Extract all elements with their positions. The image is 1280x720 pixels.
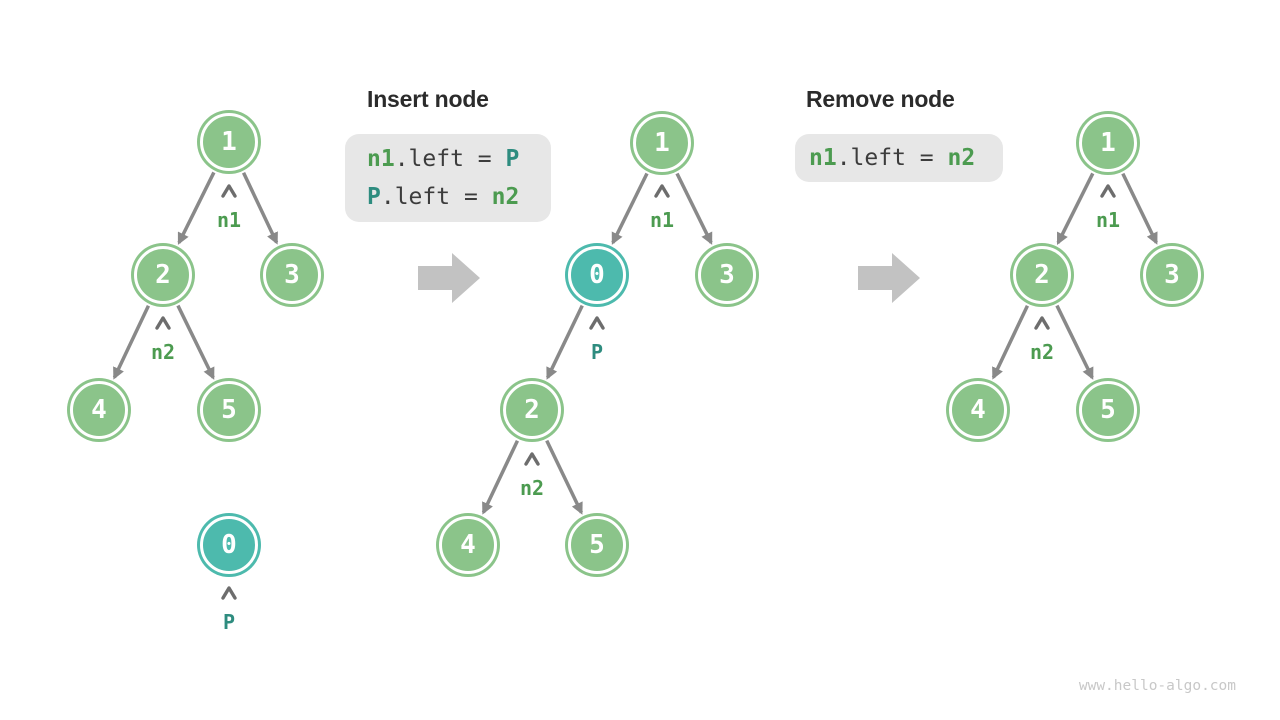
- tree-node-2: 2: [503, 381, 561, 439]
- remove-code-block: n1.left = n2: [795, 134, 1003, 182]
- caret-up-icon: [221, 586, 237, 600]
- transform-arrow-right-icon: [858, 253, 920, 303]
- tree-edge: [112, 304, 151, 380]
- tree-node-5: 5: [1079, 381, 1137, 439]
- tree-edge: [991, 304, 1030, 380]
- caret-up-icon: [524, 452, 540, 466]
- code-token: P: [367, 184, 381, 210]
- pointer-label-n2: n2: [150, 340, 176, 364]
- code-token: P: [505, 146, 520, 172]
- tree-node-3: 3: [698, 246, 756, 304]
- code-token: n2: [947, 145, 976, 171]
- transform-arrow-right-icon: [418, 253, 480, 303]
- caret-up-icon: [221, 184, 237, 198]
- caret-up-icon: [1034, 316, 1050, 330]
- tree-node-3: 3: [263, 246, 321, 304]
- pointer-label-n1: n1: [649, 208, 675, 232]
- tree-node-5: 5: [568, 516, 626, 574]
- code-line: P.left = n2: [367, 178, 551, 216]
- pointer-label-P: P: [590, 340, 604, 364]
- tree-edge: [611, 172, 649, 245]
- pointer-label-n1: n1: [216, 208, 242, 232]
- code-token: .left =: [836, 145, 948, 171]
- code-line: n1.left = P: [367, 140, 551, 178]
- watermark: www.hello-algo.com: [1078, 678, 1236, 694]
- code-line: n1.left = n2: [809, 134, 1003, 182]
- tree-edge: [675, 172, 713, 245]
- code-token: n2: [491, 184, 520, 210]
- tree-node-1: 1: [200, 113, 258, 171]
- pointer-label-P: P: [222, 610, 236, 634]
- tree-node-1: 1: [1079, 114, 1137, 172]
- tree-node-4: 4: [439, 516, 497, 574]
- tree-edge: [1121, 172, 1158, 245]
- caret-up-icon: [155, 316, 171, 330]
- tree-node-3: 3: [1143, 246, 1201, 304]
- tree-edge: [176, 304, 215, 380]
- tree-node-1: 1: [633, 114, 691, 172]
- tree-edge: [545, 439, 583, 515]
- caret-up-icon: [589, 316, 605, 330]
- tree-node-4: 4: [949, 381, 1007, 439]
- tree-edge: [546, 304, 584, 380]
- remove-node-title: Remove node: [806, 86, 955, 112]
- caret-up-icon: [1100, 184, 1116, 198]
- tree-node-2: 2: [134, 246, 192, 304]
- tree-node-2: 2: [1013, 246, 1071, 304]
- pointer-label-n2: n2: [1029, 340, 1055, 364]
- pointer-label-n2: n2: [519, 476, 545, 500]
- insert-node-title: Insert node: [367, 86, 489, 112]
- tree-node-0: 0: [568, 246, 626, 304]
- tree-edge: [177, 171, 216, 245]
- tree-edge: [1056, 172, 1095, 245]
- tree-node-5: 5: [200, 381, 258, 439]
- pointer-label-n1: n1: [1095, 208, 1121, 232]
- code-token: n1: [367, 146, 395, 172]
- tree-node-4: 4: [70, 381, 128, 439]
- tree-edge: [1055, 304, 1094, 380]
- tree-edge: [241, 171, 279, 245]
- tree-edge: [481, 439, 520, 515]
- code-token: .left =: [394, 146, 506, 172]
- code-token: .left =: [380, 184, 492, 210]
- caret-up-icon: [654, 184, 670, 198]
- tree-node-0: 0: [200, 516, 258, 574]
- code-token: n1: [809, 145, 837, 171]
